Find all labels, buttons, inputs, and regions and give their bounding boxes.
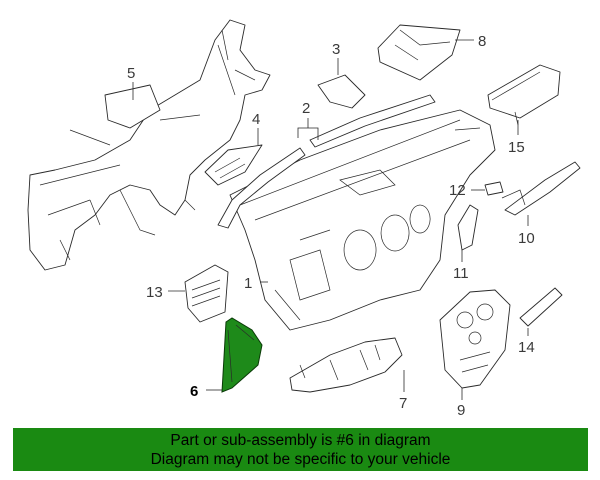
callout-12: 12 (449, 182, 466, 199)
part-13-vent[interactable] (184, 264, 229, 323)
callout-14: 14 (518, 339, 535, 356)
callout-6: 6 (190, 383, 198, 400)
callout-4: 4 (252, 111, 260, 128)
callout-1: 1 (244, 275, 252, 292)
part-2-trim-strips[interactable] (217, 94, 436, 229)
callout-11: 11 (453, 265, 469, 282)
leader-lines (132, 39, 529, 400)
callout-10: 10 (518, 230, 535, 247)
part-1-instrument-panel[interactable] (229, 109, 496, 331)
banner-line-2: Diagram may not be specific to your vehi… (150, 451, 451, 468)
part-15-airbag-module[interactable] (487, 64, 561, 126)
part-12-clip[interactable] (484, 181, 504, 196)
part-10-side-trim[interactable] (501, 161, 581, 216)
part-5-frame[interactable] (27, 19, 271, 271)
part-6-highlighted[interactable] (221, 317, 263, 393)
callout-3: 3 (332, 41, 340, 58)
part-7-lower-bracket[interactable] (289, 337, 403, 393)
callout-2: 2 (302, 100, 310, 117)
part-9-climate-panel[interactable] (439, 289, 511, 389)
callout-7: 7 (399, 395, 407, 412)
callout-15: 15 (508, 139, 525, 156)
part-14-trim-piece[interactable] (519, 287, 563, 327)
callout-9: 9 (457, 402, 465, 419)
part-4-vent-panel[interactable] (204, 144, 263, 186)
callout-8: 8 (478, 33, 486, 50)
callout-5: 5 (127, 65, 135, 82)
info-banner: Part or sub-assembly is #6 in diagram Di… (13, 428, 588, 471)
banner-line-1: Part or sub-assembly is #6 in diagram (170, 432, 431, 449)
callout-13: 13 (146, 284, 163, 301)
part-3-cover[interactable] (317, 74, 366, 109)
part-8-control-module[interactable] (377, 24, 461, 81)
parts-diagram: 1 2 3 4 5 6 7 8 9 10 11 12 13 14 15 (27, 19, 581, 419)
part-11-bracket[interactable] (457, 204, 479, 251)
